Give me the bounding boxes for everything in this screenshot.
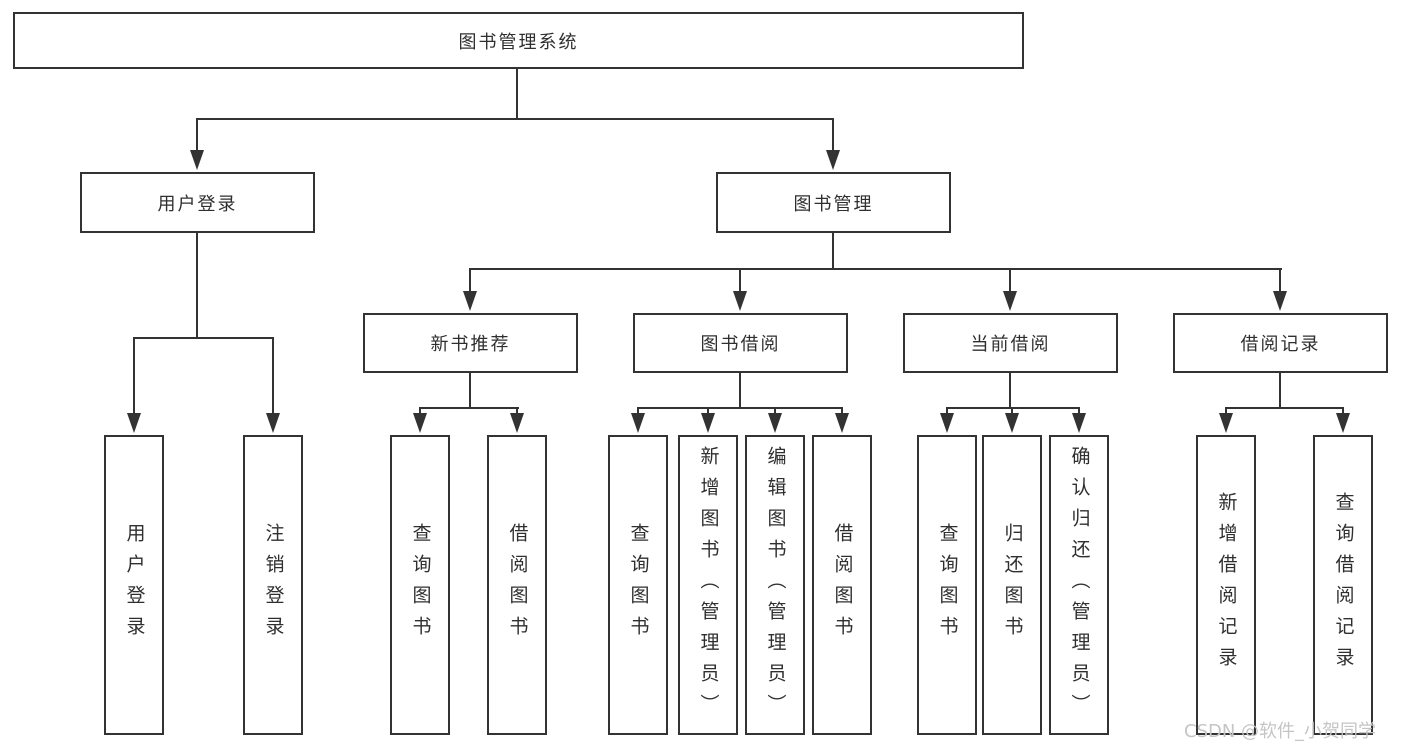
connector-line [133, 337, 274, 339]
leaf-label: 查询借阅记录 [1332, 492, 1355, 678]
leaf-add-borrow-record: 新增借阅记录 [1196, 435, 1256, 735]
arrow-down-icon [127, 413, 141, 433]
arrow-down-icon [266, 413, 280, 433]
connector-line [1279, 268, 1281, 293]
connector-line [516, 407, 518, 415]
node-label: 新书推荐 [430, 334, 511, 355]
leaf-label: 确认归还（管理员） [1068, 445, 1091, 725]
leaf-label: 查询图书 [627, 523, 650, 647]
arrow-down-icon [733, 291, 747, 311]
arrow-down-icon [768, 413, 782, 433]
leaf-confirm-return-admin: 确认归还（管理员） [1049, 435, 1109, 735]
arrow-down-icon [1273, 291, 1287, 311]
leaf-label: 新增借阅记录 [1215, 492, 1238, 678]
node-label: 当前借阅 [970, 334, 1051, 355]
node-label: 用户登录 [157, 193, 238, 215]
leaf-query-book-current: 查询图书 [917, 435, 977, 735]
leaf-label: 用户登录 [123, 523, 146, 647]
connector-line [469, 268, 471, 293]
leaf-label: 查询图书 [936, 523, 959, 647]
arrow-down-icon [826, 150, 840, 170]
connector-line [419, 407, 519, 409]
connector-line [196, 118, 198, 152]
arrow-down-icon [1005, 413, 1019, 433]
arrow-down-icon [631, 413, 645, 433]
connector-line [196, 233, 198, 339]
node-current-borrow: 当前借阅 [903, 313, 1118, 373]
node-user-login: 用户登录 [80, 172, 315, 233]
arrow-down-icon [701, 413, 715, 433]
connector-line [1011, 407, 1013, 415]
node-label: 图书管理 [793, 193, 874, 215]
leaf-edit-book-admin: 编辑图书（管理员） [745, 435, 805, 735]
arrow-down-icon [1336, 413, 1350, 433]
leaf-query-book-recommend: 查询图书 [390, 435, 450, 735]
connector-line [419, 407, 421, 415]
arrow-down-icon [413, 413, 427, 433]
connector-line [946, 407, 948, 415]
node-label: 借阅记录 [1240, 334, 1321, 355]
connector-line [1225, 407, 1227, 415]
node-label: 图书借阅 [700, 334, 781, 355]
connector-line [469, 268, 1282, 270]
connector-line [1009, 268, 1011, 293]
connector-line [469, 373, 471, 409]
connector-line [774, 407, 776, 415]
leaf-logout: 注销登录 [243, 435, 303, 735]
node-book-management: 图书管理 [716, 172, 951, 233]
connector-line [1225, 407, 1344, 409]
node-library-management-system: 图书管理系统 [13, 12, 1024, 69]
leaf-label: 归还图书 [1001, 523, 1024, 647]
connector-line [1342, 407, 1344, 415]
connector-line [1009, 373, 1011, 409]
connector-line [637, 407, 843, 409]
watermark: CSDN @软件_小贺同学 [1184, 721, 1377, 742]
node-label: 图书管理系统 [458, 31, 579, 53]
leaf-query-book-borrow: 查询图书 [608, 435, 668, 735]
leaf-add-book-admin: 新增图书（管理员） [678, 435, 738, 735]
arrow-down-icon [1003, 291, 1017, 311]
arrow-down-icon [940, 413, 954, 433]
arrow-down-icon [1072, 413, 1086, 433]
connector-line [739, 268, 741, 293]
leaf-label: 编辑图书（管理员） [764, 445, 787, 725]
leaf-label: 查询图书 [409, 523, 432, 647]
arrow-down-icon [835, 413, 849, 433]
arrow-down-icon [1219, 413, 1233, 433]
leaf-user-login: 用户登录 [104, 435, 164, 735]
node-borrow-records: 借阅记录 [1173, 313, 1388, 373]
connector-line [832, 233, 834, 270]
connector-line [516, 68, 518, 120]
connector-line [637, 407, 639, 415]
connector-line [196, 118, 834, 120]
arrow-down-icon [190, 150, 204, 170]
leaf-return-book: 归还图书 [982, 435, 1042, 735]
leaf-query-borrow-record: 查询借阅记录 [1313, 435, 1373, 735]
leaf-label: 新增图书（管理员） [697, 445, 720, 725]
connector-line [272, 337, 274, 415]
leaf-borrow-book: 借阅图书 [812, 435, 872, 735]
connector-line [946, 407, 1080, 409]
connector-line [707, 407, 709, 415]
connector-line [832, 118, 834, 152]
connector-line [1078, 407, 1080, 415]
leaf-borrow-book-recommend: 借阅图书 [487, 435, 547, 735]
leaf-label: 注销登录 [262, 523, 285, 647]
connector-line [1279, 373, 1281, 409]
leaf-label: 借阅图书 [831, 523, 854, 647]
connector-line [133, 337, 135, 415]
connector-line [841, 407, 843, 415]
node-book-borrow: 图书借阅 [633, 313, 848, 373]
arrow-down-icon [463, 291, 477, 311]
connector-line [739, 373, 741, 409]
leaf-label: 借阅图书 [506, 523, 529, 647]
node-new-book-recommend: 新书推荐 [363, 313, 578, 373]
arrow-down-icon [510, 413, 524, 433]
